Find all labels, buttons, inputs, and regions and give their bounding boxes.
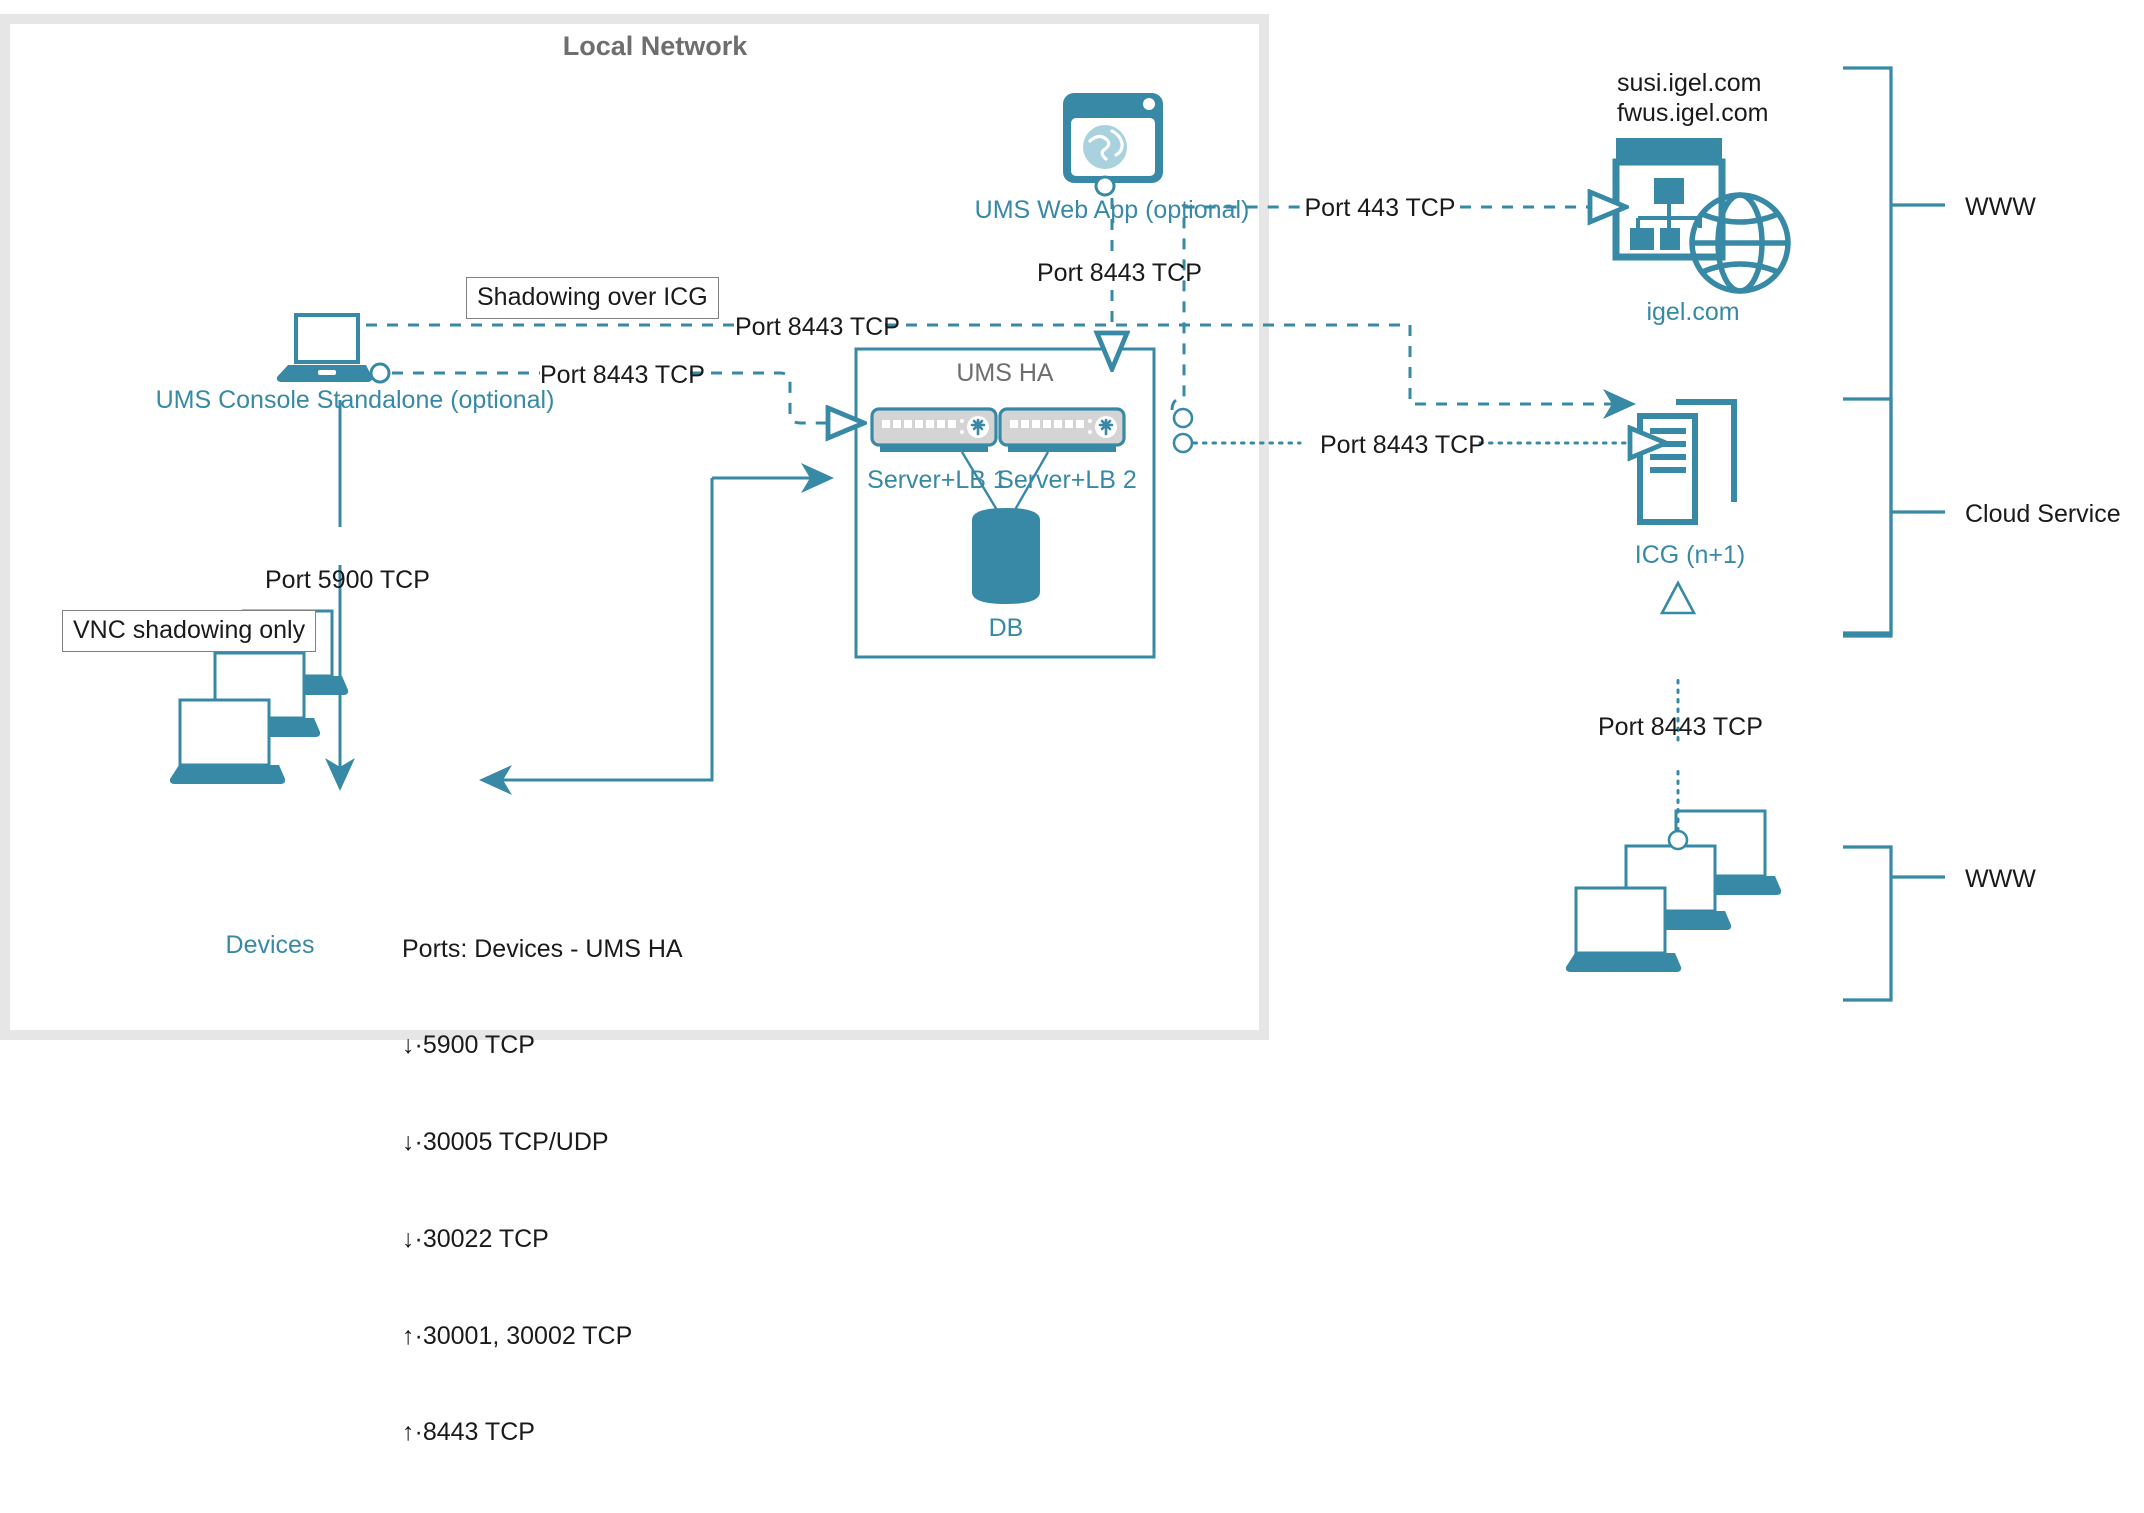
note-vnc-shadowing-only: VNC shadowing only [62,610,317,652]
edge-label-console-to-devices: Port 5900 TCP [265,566,430,594]
edge-devices-to-ums-ha [479,478,714,795]
bracket-label-www-top: WWW [1965,193,2036,221]
susi-host-label: susi.igel.com [1617,69,1762,97]
edge-label-console-to-icg: Port 8443 TCP [735,313,900,341]
laptops-stack-icon-remote [1565,809,1782,972]
ports-panel-row: ↓·30022 TCP [402,1224,549,1253]
ports-panel: Ports: Devices - UMS HA ↓·5900 TCP ↓·300… [402,868,683,1513]
ports-panel-row: ↓·30005 TCP/UDP [402,1128,609,1156]
ums-ha-box [854,347,1156,659]
ports-panel-row: ↑·8443 TCP [402,1418,535,1447]
ums-ha-port-circle-2 [1172,432,1194,454]
edge-label-ums-ha-to-icg: Port 8443 TCP [1320,431,1485,459]
ports-panel-row: ↑·30001, 30002 TCP [402,1321,633,1350]
edge-label-webapp-to-ums-ha: Port 8443 TCP [1037,259,1202,287]
ums-web-app-label: UMS Web App (optional) [974,196,1250,224]
diagram-canvas: Local Network UMS Web App (optional) UMS… [0,14,2121,1447]
ports-panel-title: Ports: Devices - UMS HA [402,934,683,963]
ums-ha-port-circle-1 [1172,407,1194,429]
server2-db-link [1010,451,1050,516]
diagram-vector-layer [0,14,1945,1040]
browser-globe-icon [1063,93,1163,197]
fwus-host-label: fwus.igel.com [1617,99,1769,127]
server-lb-2-icon [998,407,1126,452]
igel-site-label: igel.com [1646,298,1740,326]
website-globe-icon [1612,138,1791,294]
devices-remote-label: Devices [1585,949,1675,977]
server-lb-1-icon [870,407,998,452]
icg-label: ICG (n+1) [1634,541,1746,569]
bracket-label-cloud-service: Cloud Service [1965,500,2121,528]
devices-local-label: Devices [225,931,315,959]
edge-console-to-ums-ha [392,371,828,423]
local-network-box [0,14,1269,1040]
ports-panel-row: ↓·5900 TCP [402,1031,535,1060]
edge-label-console-to-ums-ha: Port 8443 TCP [540,361,705,389]
icg-devices-arrowhead [1659,580,1697,615]
bracket-label-www-bottom: WWW [1965,865,2036,893]
edge-label-icg-to-devices: Port 8443 TCP [1598,713,1763,741]
bracket-cloud-service [1843,398,1891,634]
bracket-www-bottom [1843,845,1945,1002]
edge-label-webapp-to-igel: Port 443 TCP [1304,194,1456,222]
database-icon [972,508,1040,604]
ums-ha-label: UMS HA [956,359,1054,387]
db-label: DB [988,614,1024,642]
server-rack-icon [1637,399,1737,525]
laptop-icon [276,313,391,384]
bracket-cloud-service-line [1843,397,1945,635]
bracket-www-top [1843,66,1945,638]
server-lb-2-label: Server+LB 2 [997,466,1137,494]
page-title: Local Network [562,31,748,61]
edge-webapp-to-igel [1170,207,1590,411]
note-shadowing-over-icg: Shadowing over ICG [466,277,719,319]
ums-console-label: UMS Console Standalone (optional) [155,386,555,414]
server-lb-1-label: Server+LB 1 [867,466,1007,494]
server1-db-link [960,451,1002,516]
